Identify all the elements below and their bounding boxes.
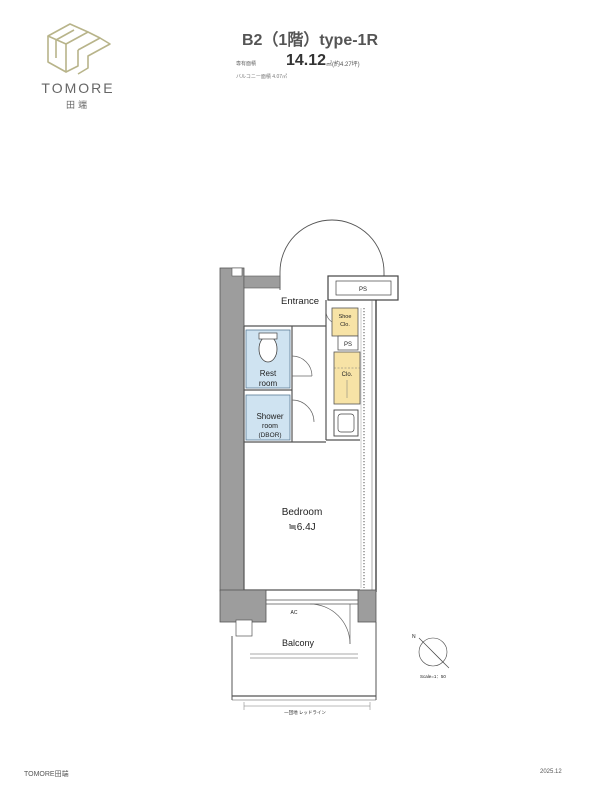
rest-room-label-1: Rest [260, 369, 277, 378]
shoe-closet-area [331, 307, 359, 337]
ac-label: AC [291, 610, 298, 616]
shower-room-label-3: (DBOR) [258, 432, 281, 439]
bottom-right-wall [357, 589, 377, 623]
shower-room-label-2: room [262, 423, 278, 430]
scale-label: Scale=1：50 [420, 674, 446, 679]
shower-room-area [245, 394, 291, 441]
shoe-closet-label-1: Shoe [339, 314, 352, 320]
footer-brand: TOMORE田端 [24, 771, 69, 778]
closet-label: Clo. [342, 372, 353, 378]
bottom-left-wall [219, 589, 267, 623]
ps-mid-box [337, 335, 359, 351]
balcony-label: Balcony [282, 638, 315, 648]
ps-top-label: PS [359, 287, 367, 293]
footer-date: 2025.12 [540, 769, 562, 775]
area-label: 専有面積 [236, 61, 257, 67]
toilet-icon [258, 335, 278, 363]
bedroom-size-label: ≒6.4J [288, 522, 315, 533]
brand-name: TOMORE [41, 80, 115, 96]
ps-mid-label: PS [344, 342, 352, 348]
brand-location: 田端 [65, 100, 90, 110]
compass-north: N [412, 634, 416, 640]
brand-logo [47, 23, 111, 75]
bedroom-label: Bedroom [282, 507, 323, 518]
shoe-closet-label-2: Clo. [340, 322, 350, 328]
area-value: 14.12 [286, 52, 327, 69]
entrance-label: Entrance [281, 296, 319, 307]
balcony-area: バルコニー面積 4.07㎡ [236, 74, 288, 80]
top-wall [243, 275, 281, 289]
left-wall-cap [231, 267, 243, 277]
balcony-note: 一団地 レッドライン [284, 709, 326, 716]
rest-room-label-2: room [259, 379, 278, 388]
compass-icon [418, 637, 450, 669]
left-wall [219, 267, 245, 592]
unit-title: B2（1階）type-1R [241, 32, 379, 49]
shower-room-label-1: Shower [256, 412, 283, 421]
area-unit: ㎡(約4.27坪) [326, 62, 360, 68]
